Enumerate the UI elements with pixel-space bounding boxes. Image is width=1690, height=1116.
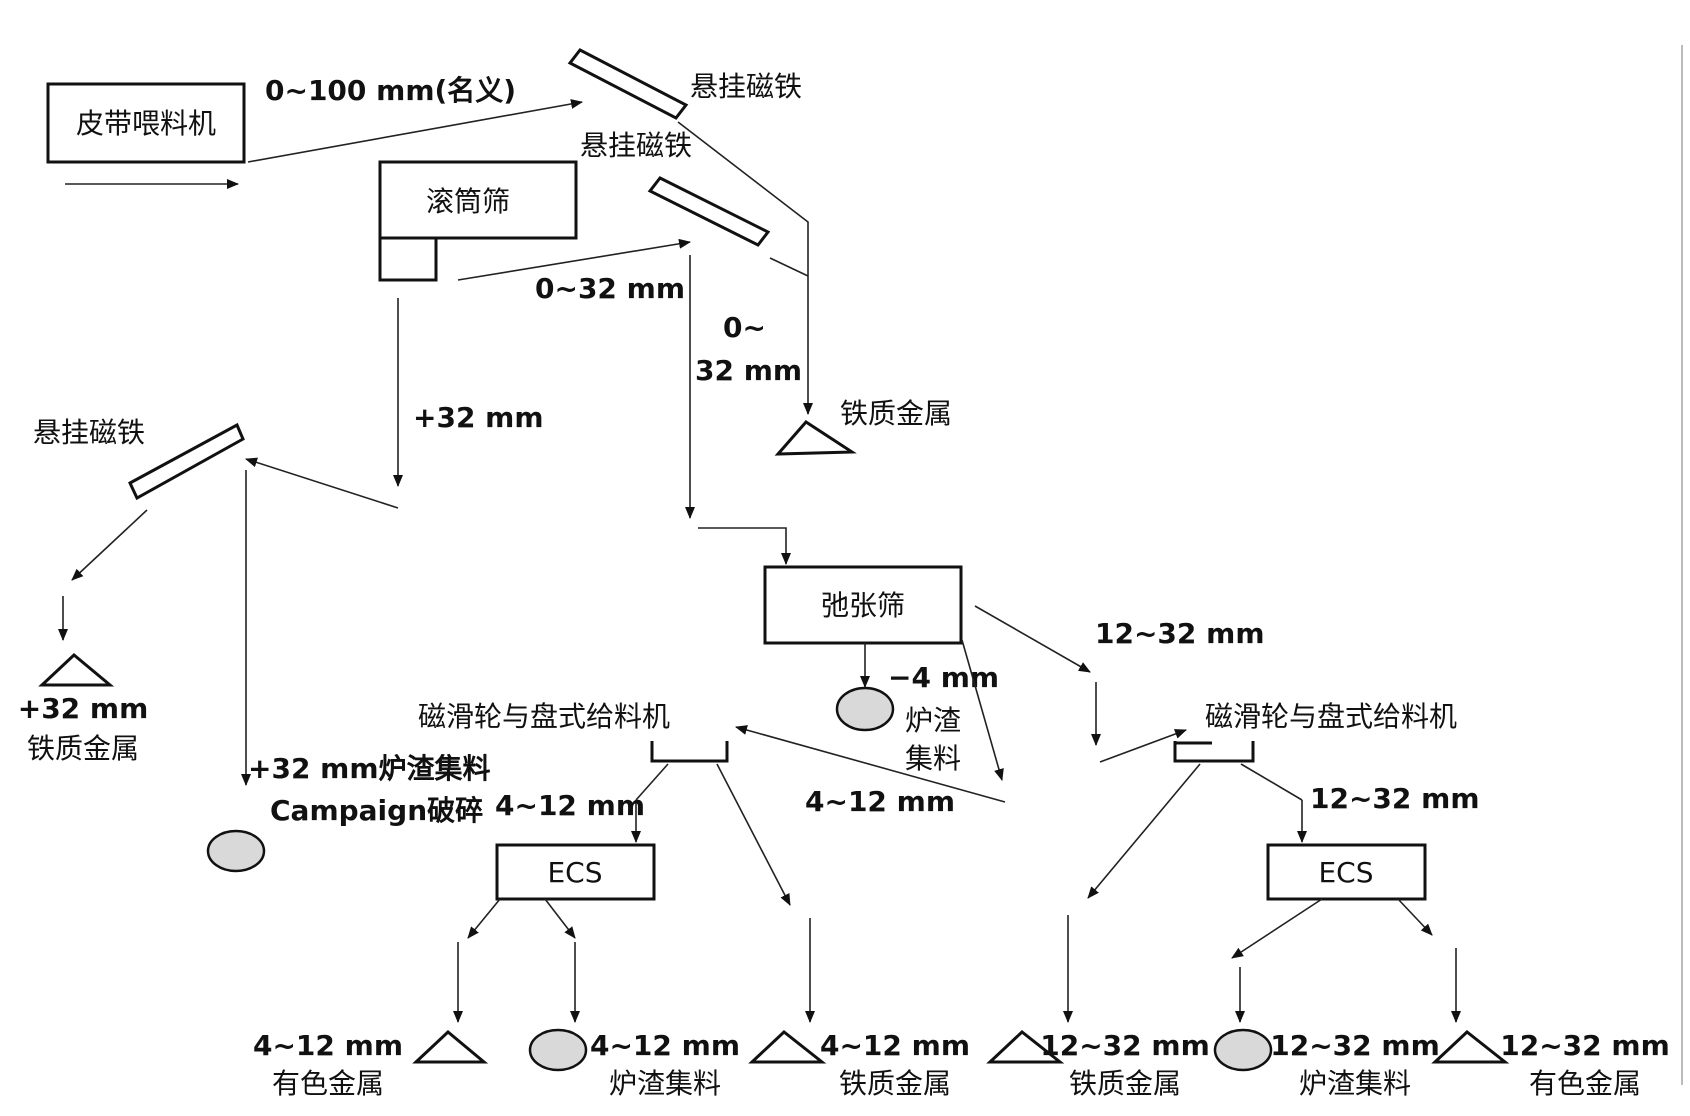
output-slag-32-1: +32 mm炉渣集料: [248, 752, 491, 785]
output-fine-slag-3: 集料: [905, 742, 961, 775]
output-o3-1: 4~12 mm: [820, 1029, 970, 1062]
edge-screen-mid: 4~12 mm: [805, 785, 955, 818]
flow-ecs-right-nonferrous-a: [1397, 898, 1433, 936]
flow-over-to-magnet3: [245, 457, 399, 509]
edge-screen-fine: −4 mm: [888, 661, 999, 694]
edge-trommel-over: +32 mm: [413, 401, 544, 434]
pulley-right-tray: [1173, 741, 1255, 763]
pulley-left-label: 磁滑轮与盘式给料机: [418, 700, 670, 733]
output-o3-2: 铁质金属: [839, 1067, 951, 1100]
output-o6-1: 12~32 mm: [1500, 1029, 1670, 1062]
edge-under-down-1: 0~: [723, 311, 766, 344]
flow-feeder-to-magnet1: [247, 99, 583, 163]
ecs-right-label: ECS: [1318, 856, 1373, 889]
edge-feed-size: 0~100 mm(名义): [265, 74, 516, 107]
trommel-box: [378, 160, 578, 240]
flow-to-relax-screen: [698, 527, 791, 565]
relax-screen-box: [763, 565, 963, 645]
edge-trommel-under: 0~32 mm: [535, 272, 685, 305]
flow-screen-coarse: [974, 605, 1091, 673]
feeder-label: 皮带喂料机: [76, 107, 216, 140]
flow-coarse-to-pulley: [1099, 729, 1187, 763]
output-slag-32-2: Campaign破碎: [270, 794, 483, 827]
flow-magnet3-ferrous-a: [71, 509, 148, 581]
magnet-1-label: 悬挂磁铁: [690, 70, 802, 103]
flow-screen-mid-to-pulley: [735, 725, 1006, 803]
edge-pulley-right-out: 12~32 mm: [1310, 782, 1480, 815]
nonferrous-4-12-triangle: [412, 1029, 489, 1064]
flow-pulley-left-to-ecs: [635, 763, 669, 801]
output-o5-2: 炉渣集料: [1299, 1067, 1411, 1100]
fine-slag-ellipse: [835, 686, 895, 732]
flow-pulley-right-to-ecs-a: [1240, 763, 1303, 801]
output-ferrous-32-2: 铁质金属: [27, 732, 139, 765]
magnet-2: [647, 176, 771, 247]
flow-magnet2-tail: [769, 257, 809, 277]
output-o1-1: 4~12 mm: [253, 1029, 403, 1062]
flow-pulley-right-ferrous-a: [1087, 763, 1201, 899]
trommel-discharge: [378, 236, 438, 282]
output-o2-2: 炉渣集料: [609, 1067, 721, 1100]
output-fine-slag-2: 炉渣: [905, 704, 961, 737]
magnet-3-label: 悬挂磁铁: [33, 416, 145, 449]
trommel-label: 滚筒筛: [426, 185, 510, 218]
ferrous-12-32-triangle: [986, 1030, 1065, 1064]
flow-screen-mid-down: [961, 639, 1004, 781]
edge-under-down-2: 32 mm: [695, 354, 802, 387]
output-ferrous-32-1: +32 mm: [18, 692, 149, 725]
flow-ecs-left-slag-a: [544, 898, 576, 939]
ferrous-32-triangle: [38, 652, 115, 687]
magnet-2-label: 悬挂磁铁: [580, 129, 692, 162]
output-o4-1: 12~32 mm: [1040, 1029, 1210, 1062]
relax-screen-label: 弛张筛: [821, 589, 905, 622]
slag-4-12-ellipse: [528, 1028, 588, 1072]
output-o4-2: 铁质金属: [1069, 1067, 1181, 1100]
feeder-box: [46, 82, 246, 164]
flow-pulley-left-ferrous-a: [716, 763, 791, 906]
output-o1-2: 有色金属: [272, 1067, 384, 1100]
flow-ecs-left-nonferrous-a: [467, 898, 501, 939]
output-o5-1: 12~32 mm: [1270, 1029, 1440, 1062]
slag-12-32-ellipse: [1213, 1028, 1273, 1072]
magnet-3: [128, 422, 245, 501]
flow-magnet1-to-ferrous: [677, 121, 813, 415]
flow-trommel-under: [457, 238, 691, 281]
pulley-left-tray: [650, 741, 729, 763]
magnet-1: [567, 48, 689, 120]
ecs-left-box: [495, 843, 656, 901]
output-ferrous-top: 铁质金属: [840, 397, 952, 430]
flow-ecs-right-slag-a: [1231, 898, 1323, 959]
ferrous-4-12-triangle: [748, 1030, 827, 1064]
nonferrous-12-32-triangle: [1431, 1030, 1510, 1064]
edge-pulley-left-out: 4~12 mm: [495, 789, 645, 822]
output-o6-2: 有色金属: [1529, 1067, 1641, 1100]
ecs-right-box: [1266, 843, 1427, 901]
ecs-left-label: ECS: [547, 856, 602, 889]
ferrous-top-triangle: [774, 420, 857, 456]
pulley-right-label: 磁滑轮与盘式给料机: [1205, 700, 1457, 733]
edge-screen-coarse: 12~32 mm: [1095, 617, 1265, 650]
slag-32-ellipse: [206, 829, 266, 873]
output-o2-1: 4~12 mm: [590, 1029, 740, 1062]
